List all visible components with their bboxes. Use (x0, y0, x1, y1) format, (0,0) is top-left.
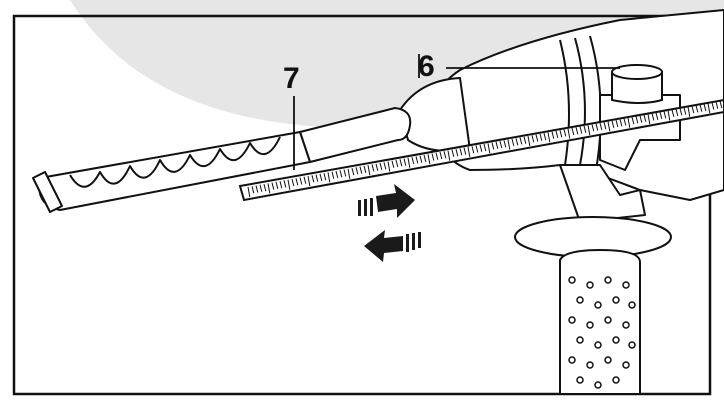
bit-tip (32, 171, 63, 213)
arrow-slide-forward (358, 184, 415, 218)
depth-stop-rod[interactable] (238, 98, 724, 202)
callout-clamp-screw: 6 (418, 50, 435, 83)
grip-texture (568, 276, 636, 389)
bit-shank (299, 107, 412, 163)
frame-border (12, 14, 712, 396)
clamp-screw-top (611, 64, 663, 80)
callout-depth-stop: 7 (283, 62, 300, 95)
arrow-slide-back (364, 230, 421, 262)
bit-flutes (69, 136, 281, 188)
handle-grip (559, 249, 641, 395)
